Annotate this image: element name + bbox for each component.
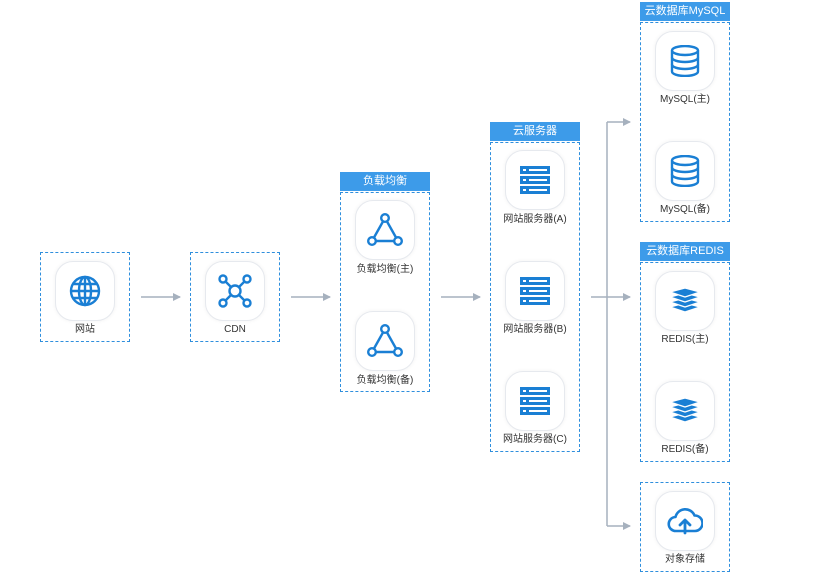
redis-primary-label: REDIS(主): [661, 334, 709, 345]
server-icon: [520, 277, 550, 305]
server-a-node[interactable]: [505, 150, 565, 210]
lb-backup-node[interactable]: [355, 311, 415, 371]
mysql-backup-node[interactable]: [655, 141, 715, 201]
cdn-label: CDN: [224, 324, 246, 335]
cloud-server-group-title: 云服务器: [490, 122, 580, 141]
stack-icon: [669, 397, 701, 423]
lb-primary-label: 负载均衡(主): [356, 264, 414, 275]
stack-icon: [669, 287, 701, 313]
object-storage-label: 对象存储: [665, 554, 705, 565]
mysql-primary-node[interactable]: [655, 31, 715, 91]
server-b-node[interactable]: [505, 261, 565, 321]
server-icon: [520, 387, 550, 415]
mysql-group-title: 云数据库MySQL: [640, 2, 730, 21]
database-icon: [670, 45, 700, 77]
server-c-label: 网站服务器(C): [503, 434, 567, 445]
mysql-primary-label: MySQL(主): [660, 94, 710, 105]
cdn-node[interactable]: [205, 261, 265, 321]
globe-icon: [69, 275, 101, 307]
load-balancer-group-title: 负载均衡: [340, 172, 430, 191]
server-a-label: 网站服务器(A): [503, 214, 567, 225]
lb-backup-label: 负载均衡(备): [356, 375, 414, 386]
mysql-backup-label: MySQL(备): [660, 204, 710, 215]
triangle-nodes-icon: [367, 324, 403, 358]
server-icon: [520, 166, 550, 194]
redis-primary-node[interactable]: [655, 271, 715, 331]
cloud-upload-icon: [667, 508, 703, 535]
redis-backup-label: REDIS(备): [661, 444, 709, 455]
database-icon: [670, 155, 700, 187]
triangle-nodes-icon: [367, 213, 403, 247]
redis-backup-node[interactable]: [655, 381, 715, 441]
redis-group-title: 云数据库REDIS: [640, 242, 730, 261]
website-node[interactable]: [55, 261, 115, 321]
object-storage-node[interactable]: [655, 491, 715, 551]
lb-primary-node[interactable]: [355, 200, 415, 260]
website-label: 网站: [75, 324, 95, 335]
server-b-label: 网站服务器(B): [503, 324, 567, 335]
server-c-node[interactable]: [505, 371, 565, 431]
network-icon: [218, 274, 252, 308]
